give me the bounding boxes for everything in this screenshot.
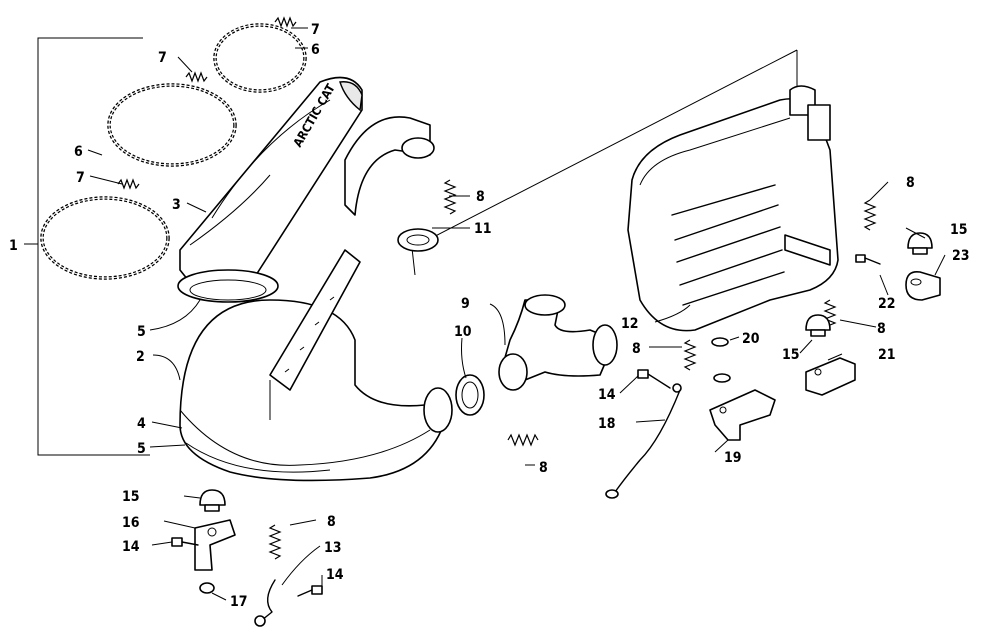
- muffler-canister: ARCTIC CAT: [177, 76, 363, 303]
- clamp-ring-lower: [40, 196, 170, 280]
- callout-19: 19: [724, 450, 742, 466]
- callout-10: 10: [454, 324, 472, 340]
- spring-8-a: [443, 179, 457, 215]
- callout-17: 17: [230, 594, 248, 610]
- callout-23: 23: [952, 248, 970, 264]
- callout-22: 22: [878, 296, 896, 312]
- callout-15-mid: 15: [782, 347, 800, 363]
- spring-8-b: [507, 433, 539, 447]
- callout-6-lower: 6: [74, 144, 83, 160]
- screw-22: [855, 254, 881, 265]
- muffler-outlet-pipe: [344, 116, 435, 216]
- callout-16: 16: [122, 515, 140, 531]
- callout-6-upper: 6: [311, 42, 320, 58]
- callout-8-f: 8: [877, 321, 886, 337]
- retaining-cable-13: [254, 579, 276, 627]
- silencer-box: [627, 85, 839, 332]
- leader-lines: [87, 27, 946, 601]
- spring-8-e: [863, 199, 877, 231]
- clamp-23: [905, 270, 941, 301]
- callout-9: 9: [461, 296, 470, 312]
- ring-spring-upper: [274, 16, 297, 28]
- retaining-cable-18: [605, 383, 682, 499]
- callout-11: 11: [474, 221, 492, 237]
- ring-spring-lower: [117, 178, 140, 190]
- callout-21: 21: [878, 347, 896, 363]
- clamp-ring-middle: [107, 83, 237, 167]
- callout-12: 12: [621, 316, 639, 332]
- bolt-14-right: [637, 369, 671, 389]
- callout-3: 3: [172, 197, 181, 213]
- callout-5-lower: 5: [137, 441, 146, 457]
- callout-7-lower: 7: [76, 170, 85, 186]
- mount-bracket-19: [709, 389, 776, 441]
- pipe-seal: [397, 228, 439, 252]
- bolt-14-lower: [297, 585, 323, 597]
- washer-20-lower: [713, 373, 731, 383]
- mount-bracket-16: [194, 519, 236, 571]
- callout-8-c: 8: [327, 514, 336, 530]
- gasket-ring: [455, 374, 485, 416]
- spring-8-c: [268, 524, 282, 560]
- bolt-14-left: [171, 537, 199, 547]
- heat-shield: [269, 249, 361, 391]
- assembly-bracket: [24, 37, 150, 456]
- washer-20-upper: [711, 337, 729, 347]
- mount-bracket-21: [805, 357, 856, 396]
- callout-8-b: 8: [539, 460, 548, 476]
- callout-14-right: 14: [598, 387, 616, 403]
- callout-7-upper: 7: [311, 22, 320, 38]
- callout-8-a: 8: [476, 189, 485, 205]
- callout-4: 4: [137, 416, 146, 432]
- clamp-ring-upper: [213, 23, 307, 93]
- callout-14-lower: 14: [326, 567, 344, 583]
- rubber-bumper-15-right: [907, 232, 933, 255]
- callout-15-left: 15: [122, 489, 140, 505]
- exhaust-manifold: [498, 294, 618, 391]
- callout-8-e: 8: [906, 175, 915, 191]
- callout-labels: 1 2 3 4 5 5 6 6 7 7 7 8 8 8 8 8 8 9 10 1…: [9, 22, 970, 610]
- callout-1: 1: [9, 238, 18, 254]
- expansion-chamber: [179, 299, 453, 482]
- callout-18: 18: [598, 416, 616, 432]
- callout-15-right: 15: [950, 222, 968, 238]
- ring-spring-middle: [185, 71, 208, 83]
- callout-13: 13: [324, 540, 342, 556]
- callout-14-left: 14: [122, 539, 140, 555]
- spring-8-d: [683, 339, 697, 371]
- callout-5-upper: 5: [137, 324, 146, 340]
- grommet-17: [199, 582, 215, 594]
- callout-8-d: 8: [632, 341, 641, 357]
- callout-20: 20: [742, 331, 760, 347]
- rubber-bumper-15-left: [199, 489, 226, 512]
- callout-2: 2: [136, 349, 145, 365]
- rubber-bumper-15-mid: [805, 314, 831, 337]
- callout-7-middle: 7: [158, 50, 167, 66]
